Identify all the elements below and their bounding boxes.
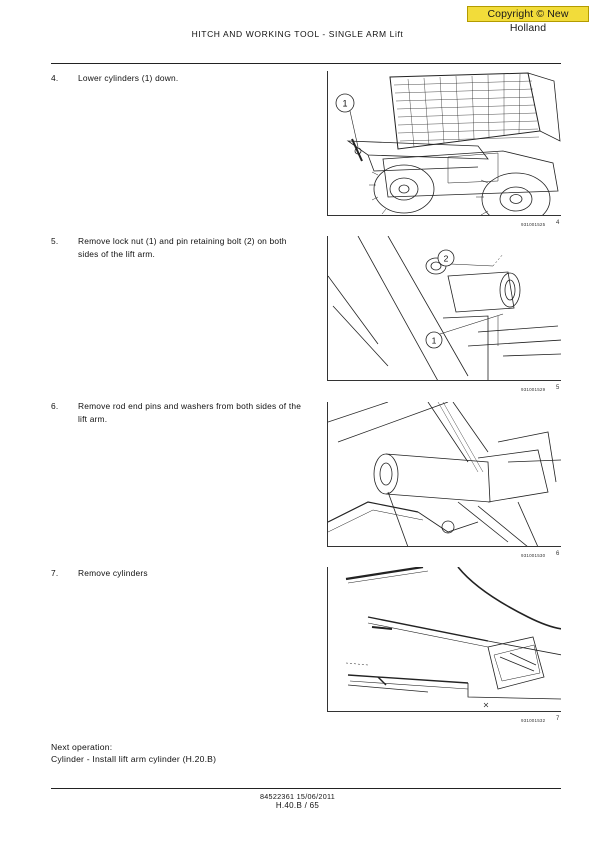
step-4: 4. Lower cylinders (1) down.	[51, 72, 321, 112]
step-text: Remove cylinders	[78, 568, 148, 578]
next-operation-heading: Next operation:	[51, 742, 113, 752]
figure-code: 931001530	[521, 553, 546, 558]
callout-2: 2	[444, 254, 449, 264]
next-operation-link[interactable]: Cylinder - Install lift arm cylinder (H.…	[51, 754, 217, 764]
figure-number: 6	[556, 551, 560, 557]
step-text: Lower cylinders (1) down.	[78, 73, 179, 83]
figure-5-lift-arm-pin: 2 1	[327, 236, 561, 381]
figure-number: 4	[556, 220, 560, 226]
callout-1: 1	[432, 336, 437, 346]
step-text: Remove lock nut (1) and pin retaining bo…	[78, 236, 287, 259]
figure-number: 7	[556, 716, 560, 722]
footer-page-number: H.40.B / 65	[275, 801, 320, 810]
page-header-title: HITCH AND WORKING TOOL - SINGLE ARM Lift	[191, 29, 404, 39]
figure-code: 931001532	[521, 718, 546, 723]
footer-doc-ref: 84522361 15/06/2011	[259, 792, 336, 801]
figure-6-rod-end-pins	[327, 402, 561, 547]
step-number: 6.	[51, 401, 59, 411]
step-number: 7.	[51, 568, 59, 578]
step-number: 4.	[51, 73, 59, 83]
figure-code: 931001529	[521, 387, 546, 392]
copyright-badge: Copyright © New Holland	[467, 6, 589, 34]
callout-1: 1	[342, 99, 347, 109]
figure-4-loader: 1	[327, 71, 561, 216]
step-number: 5.	[51, 236, 59, 246]
step-text: Remove rod end pins and washers from bot…	[78, 401, 302, 424]
step-6: 6. Remove rod end pins and washers from …	[51, 400, 321, 440]
header-rule	[51, 63, 561, 64]
figure-7-cylinder-removal	[327, 567, 561, 712]
step-5: 5. Remove lock nut (1) and pin retaining…	[51, 235, 321, 275]
step-7: 7. Remove cylinders	[51, 567, 321, 587]
figure-code: 931001525	[521, 222, 546, 227]
footer-rule	[51, 788, 561, 789]
figure-number: 5	[556, 385, 560, 391]
